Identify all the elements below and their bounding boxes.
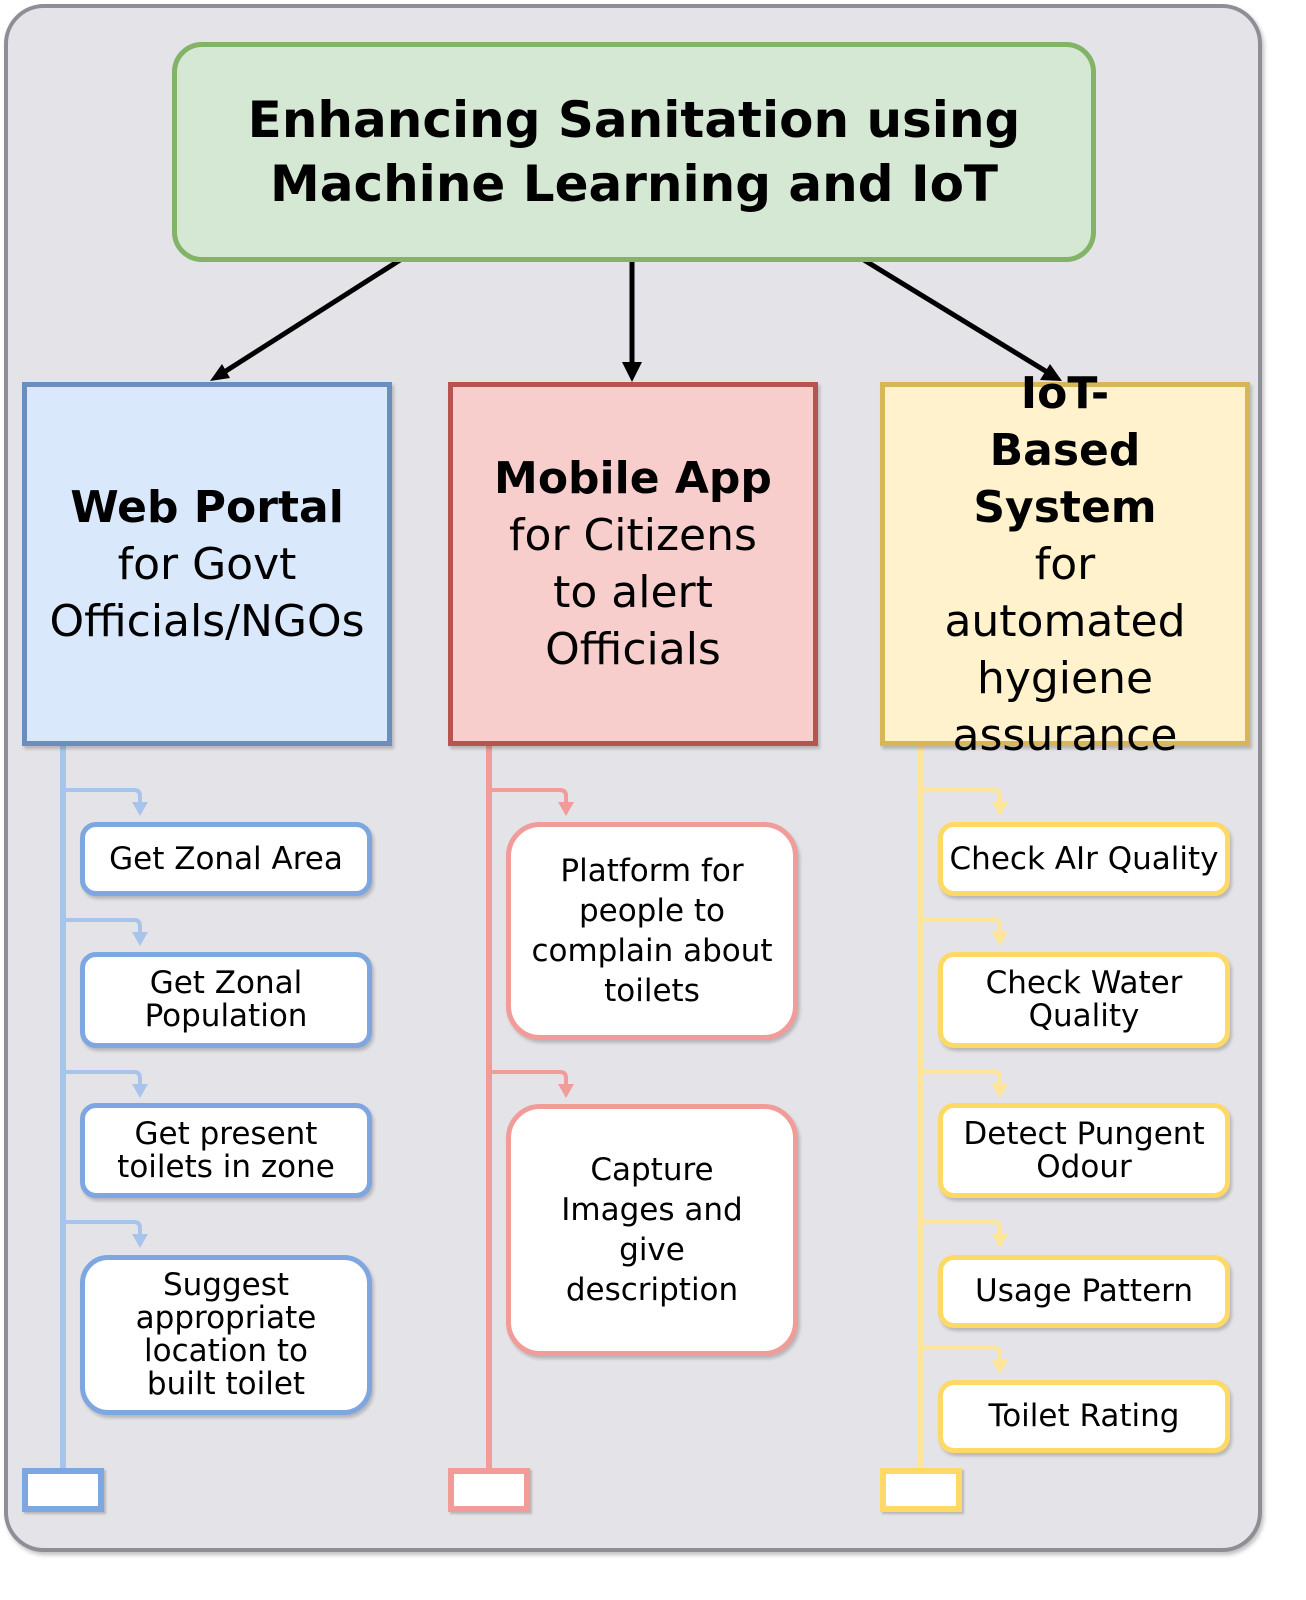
mobile-app-box: Mobile App for Citizens to alert Officia… (448, 382, 818, 746)
branch-connector (921, 1346, 1002, 1364)
web-portal-subtitle: for Govt Officials/NGOs (49, 538, 365, 647)
iot-item-pungent-odour: Detect Pungent Odour (938, 1103, 1230, 1198)
main-title: Enhancing Sanitation using Machine Learn… (172, 42, 1096, 262)
branch-arrowhead (992, 932, 1008, 946)
branch-connector (63, 1070, 142, 1088)
mobile-app-footer-box (448, 1468, 530, 1512)
iot-item-toilet-rating: Toilet Rating (938, 1380, 1230, 1453)
branch-arrowhead (992, 1360, 1008, 1374)
branch-connector (489, 788, 568, 806)
web-portal-footer-box (22, 1468, 104, 1512)
branch-arrowhead (992, 1084, 1008, 1098)
arrow-to-web-portal (216, 257, 402, 379)
web-portal-box: Web Portal for Govt Officials/NGOs (22, 382, 392, 746)
branch-connector (489, 1070, 568, 1088)
branch-connector (921, 788, 1002, 806)
branch-connector (921, 1220, 1002, 1238)
iot-item-water-quality: Check Water Quality (938, 952, 1230, 1048)
mobile-app-heading: Mobile App (494, 453, 772, 504)
iot-system-heading: IoT-Based System (973, 367, 1157, 533)
branch-connector (63, 788, 142, 806)
iot-item-usage-pattern: Usage Pattern (938, 1255, 1230, 1328)
mobile-app-subtitle: for Citizens to alert Officials (509, 510, 757, 675)
arrow-to-iot-system (862, 257, 1054, 378)
branch-connector (63, 1220, 142, 1238)
branch-arrowhead (132, 1084, 148, 1098)
branch-arrowhead (992, 1234, 1008, 1248)
web-portal-heading: Web Portal (70, 481, 344, 533)
branch-connector (63, 918, 142, 936)
web-item-suggest-location: Suggest appropriate location to built to… (80, 1255, 372, 1415)
web-item-zonal-area: Get Zonal Area (80, 822, 372, 896)
branch-connector (921, 918, 1002, 936)
branch-arrowhead (132, 1234, 148, 1248)
branch-arrowhead (558, 802, 574, 816)
iot-system-subtitle: for automated hygiene assurance (944, 538, 1186, 761)
branch-arrowhead (558, 1084, 574, 1098)
iot-system-footer-box (880, 1468, 962, 1512)
branch-arrowhead (132, 802, 148, 816)
iot-item-air-quality: Check AIr Quality (938, 822, 1230, 896)
mobile-item-capture-images: Capture Images and give description (506, 1104, 798, 1356)
branch-connector (921, 1070, 1002, 1088)
mobile-item-complaint-platform: Platform for people to complain about to… (506, 822, 798, 1040)
branch-arrowhead (992, 802, 1008, 816)
web-item-zonal-population: Get Zonal Population (80, 952, 372, 1048)
branch-arrowhead (132, 932, 148, 946)
iot-system-box: IoT-Based System for automated hygiene a… (880, 368, 1250, 761)
web-item-present-toilets: Get present toilets in zone (80, 1103, 372, 1198)
